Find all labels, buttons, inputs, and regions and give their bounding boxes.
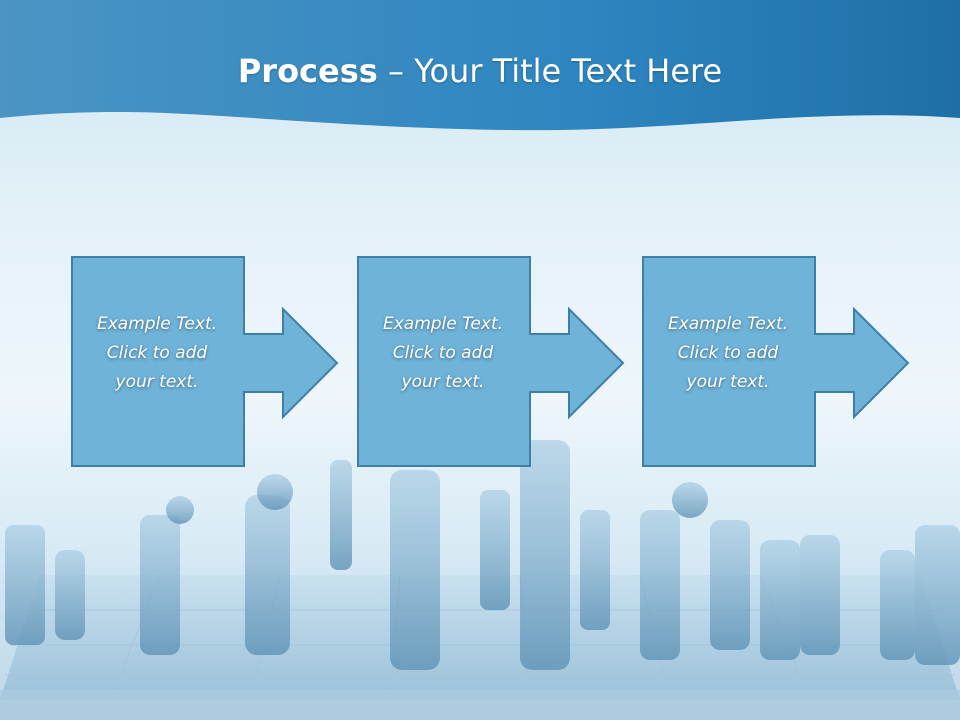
step-text-line: Click to add <box>106 343 208 363</box>
step-text-line: your text. <box>401 372 485 392</box>
step-text-line: Example Text. <box>667 314 789 334</box>
step-text-line: Click to add <box>392 343 494 363</box>
step-text: Example Text. Click to add your text. <box>642 310 814 397</box>
arrow-box-shape <box>71 256 339 467</box>
step-text-line: your text. <box>115 372 199 392</box>
title-rest: – Your Title Text Here <box>377 52 723 90</box>
step-text-line: your text. <box>686 372 770 392</box>
arrow-box-shape <box>357 256 625 467</box>
header-wave <box>0 0 960 131</box>
step-text: Example Text. Click to add your text. <box>71 310 243 397</box>
step-text-line: Example Text. <box>382 314 504 334</box>
title-bold: Process <box>237 52 378 90</box>
step-text-line: Example Text. <box>96 314 218 334</box>
step-text: Example Text. Click to add your text. <box>357 310 529 397</box>
slide-title[interactable]: Process – Your Title Text Here <box>0 52 960 90</box>
chess-board-background <box>0 440 960 720</box>
step-text-line: Click to add <box>677 343 779 363</box>
arrow-box-shape <box>642 256 910 467</box>
